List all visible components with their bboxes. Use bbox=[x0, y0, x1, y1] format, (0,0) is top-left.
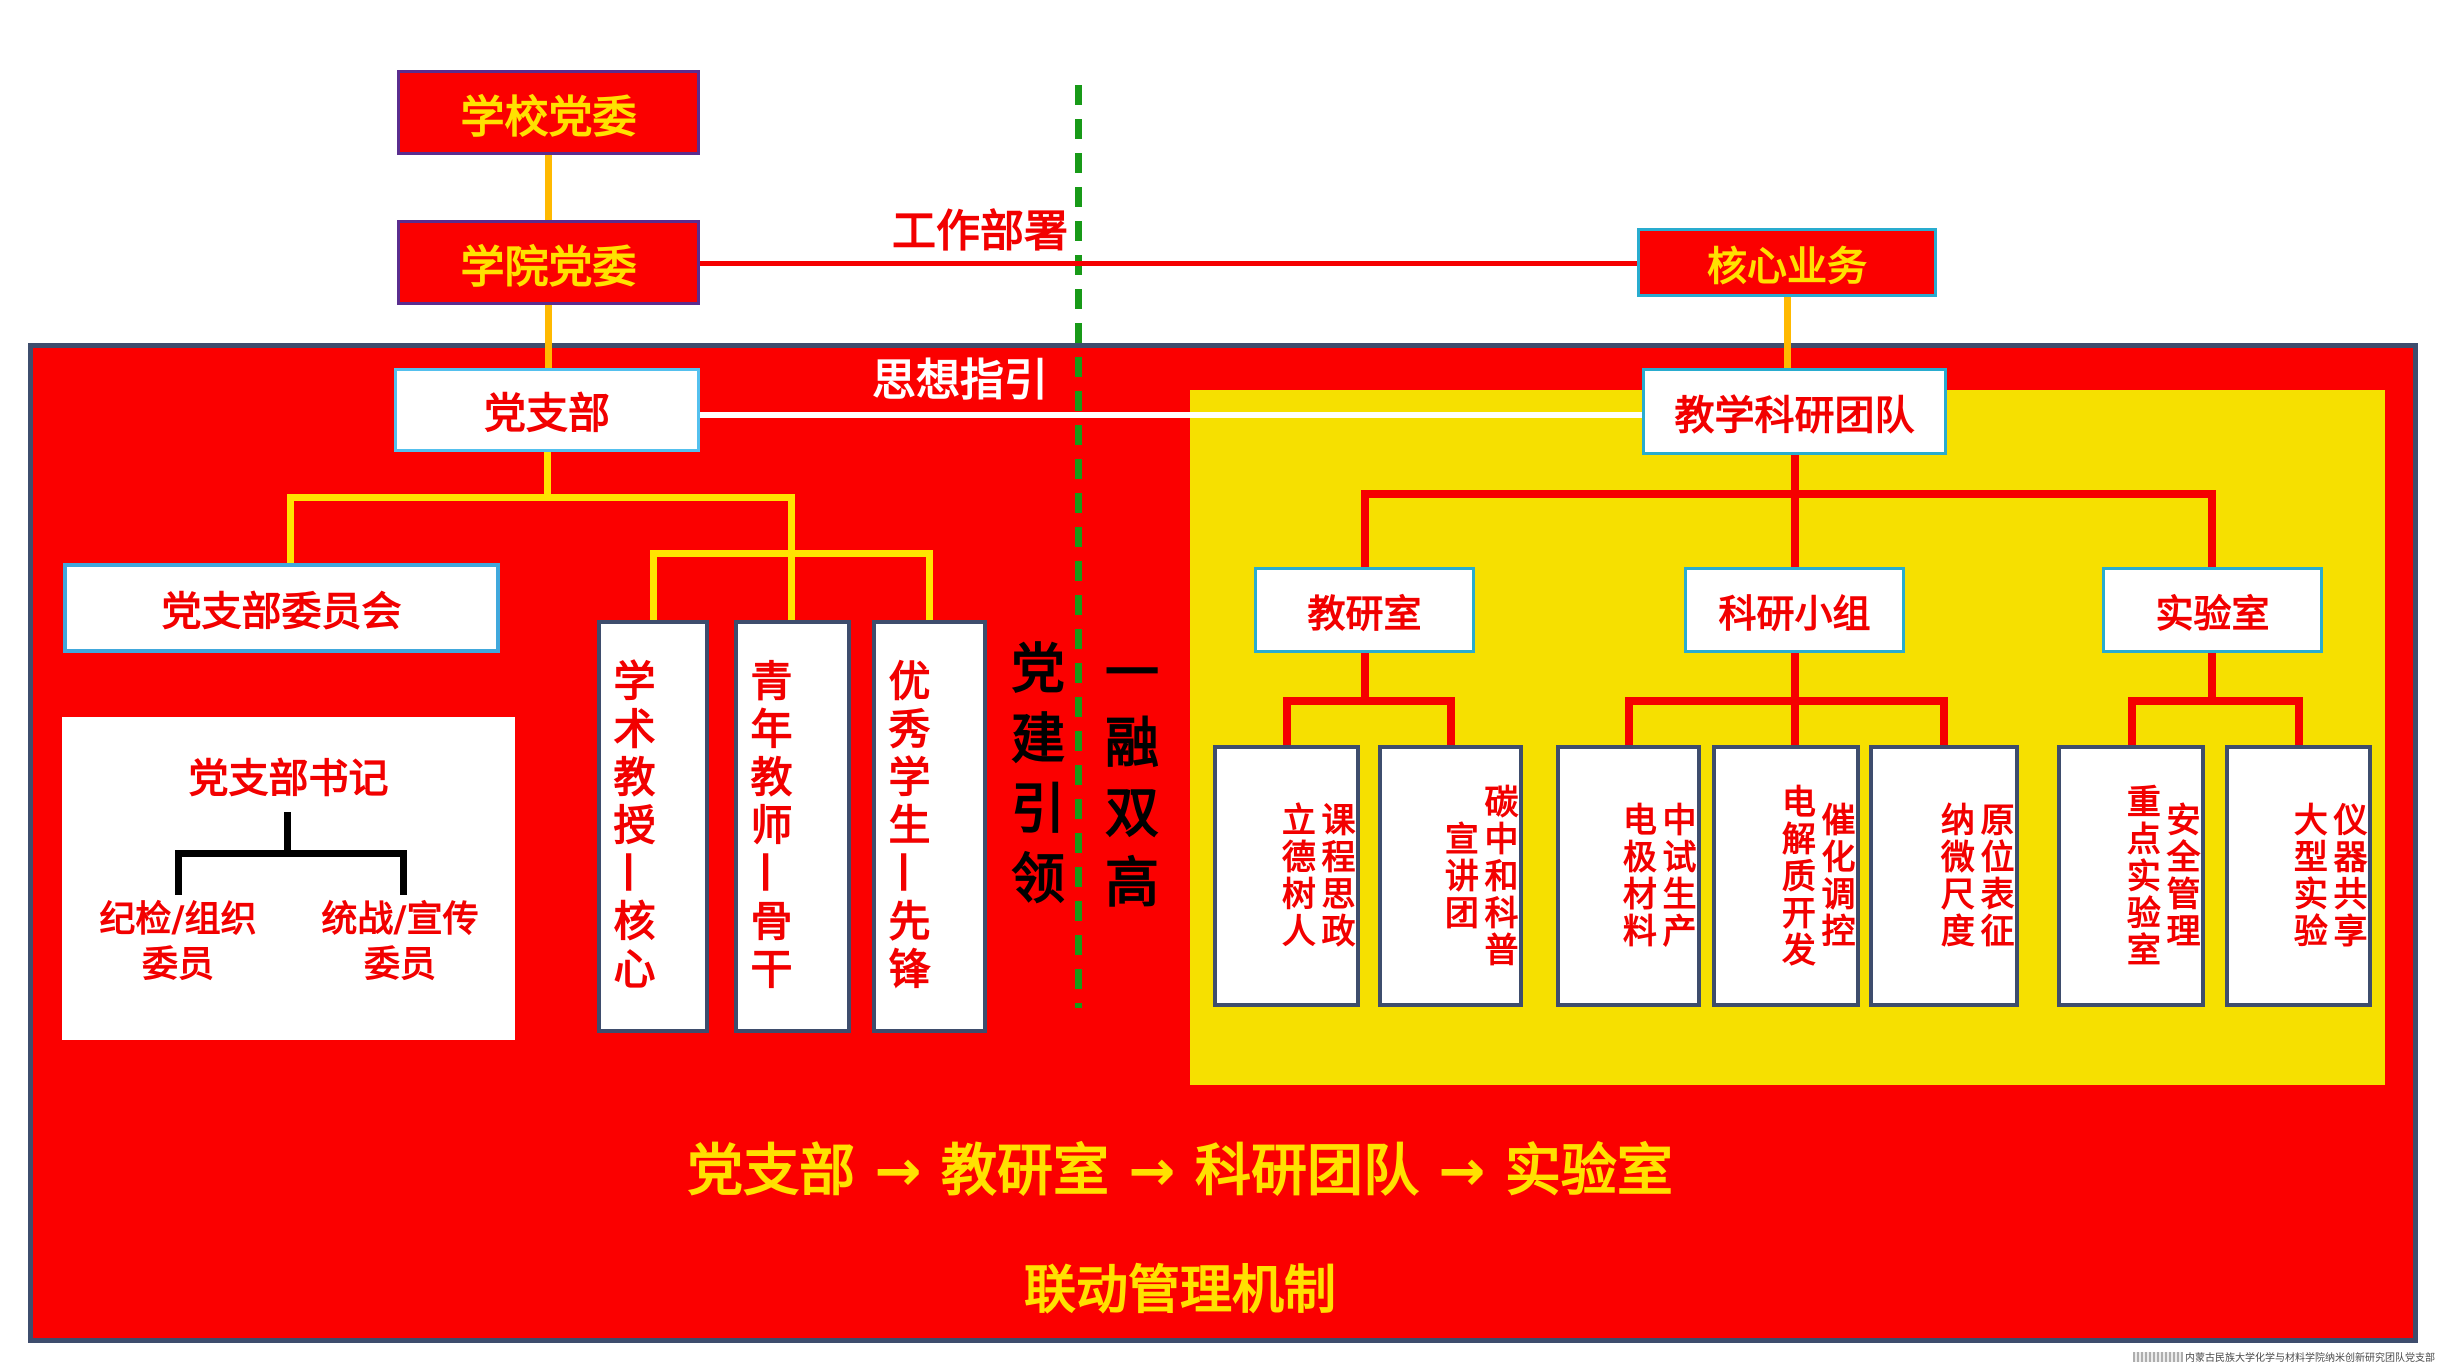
tree-line bbox=[284, 812, 291, 854]
watermark-logo bbox=[2133, 1351, 2183, 1362]
tree-line bbox=[650, 550, 657, 620]
tree-line bbox=[287, 494, 294, 566]
pillar-outstanding-students-box: 优秀学生—先锋 bbox=[872, 620, 987, 1033]
tree-line bbox=[1361, 490, 1369, 570]
research-group-box: 科研小组 bbox=[1684, 567, 1905, 653]
tree-line bbox=[1447, 697, 1455, 745]
slogan-integration-double-high: 一融双高 bbox=[1095, 644, 1159, 924]
tree-line bbox=[1283, 697, 1291, 745]
teaching-office-box: 教研室 bbox=[1254, 567, 1475, 653]
tree-line bbox=[788, 494, 795, 620]
teaching-research-team-label: 教学科研团队 bbox=[1674, 392, 1915, 439]
school-party-committee-label: 学校党委 bbox=[460, 91, 637, 143]
leaf-electrolyte-catalysis-box: 催化调控电解质开发 bbox=[1712, 745, 1860, 1007]
tree-line bbox=[1361, 653, 1369, 703]
united-front-publicity-member-label: 统战/宣传 委员 bbox=[321, 899, 479, 985]
party-branch-label: 党支部 bbox=[483, 388, 610, 438]
leaf-carbon-neutral-lecture-box: 碳中和科普宣讲团 bbox=[1378, 745, 1523, 1007]
work-deployment-label: 工作部署 bbox=[892, 206, 1068, 257]
college-party-committee-box: 学院党委 bbox=[397, 220, 700, 305]
tree-line bbox=[1791, 455, 1799, 497]
discipline-organization-member-label: 纪检/组织 委员 bbox=[99, 899, 257, 985]
linkage-mechanism-text: 联动管理机制 bbox=[1023, 1261, 1336, 1321]
tree-line bbox=[175, 850, 182, 895]
green-dashed-divider bbox=[1075, 85, 1082, 1008]
leaf-insitu-characterization-box: 原位表征纳微尺度 bbox=[1869, 745, 2019, 1007]
core-business-label: 核心业务 bbox=[1707, 243, 1867, 290]
tree-line bbox=[287, 494, 795, 501]
tree-line bbox=[2128, 697, 2303, 705]
tree-line bbox=[1625, 697, 1633, 745]
connector-school-college bbox=[545, 155, 552, 220]
branch-committee-box: 党支部委员会 bbox=[63, 563, 500, 653]
work-deployment-line bbox=[700, 261, 1637, 266]
pillar-academic-professors-box: 学术教授—核心 bbox=[597, 620, 709, 1033]
school-party-committee-box: 学校党委 bbox=[397, 70, 700, 155]
watermark-text: 内蒙古民族大学化学与材料学院纳米创新研究团队党支部 bbox=[2185, 1353, 2435, 1364]
laboratory-box: 实验室 bbox=[2102, 567, 2323, 653]
secretary-panel: 党支部书记 纪检/组织 委员 统战/宣传 委员 bbox=[62, 717, 515, 1040]
tree-line bbox=[2208, 490, 2216, 570]
tree-line bbox=[175, 850, 407, 857]
connector-college-branch bbox=[545, 305, 552, 368]
slogan-party-building-leads: 党建引领 bbox=[1001, 640, 1065, 920]
tree-line bbox=[544, 452, 551, 497]
leaf-instrument-sharing-box: 仪器共享大型实验 bbox=[2225, 745, 2372, 1007]
ideological-guidance-label: 思想指引 bbox=[872, 355, 1048, 406]
tree-line bbox=[2128, 697, 2136, 745]
connector-core-team bbox=[1784, 297, 1791, 368]
leaf-curriculum-ideology-box: 课程思政立德树人 bbox=[1213, 745, 1360, 1007]
tree-line bbox=[400, 850, 407, 895]
linkage-flow-text: 党支部 → 教研室 → 科研团队 → 实验室 bbox=[687, 1139, 1673, 1204]
leaf-lab-safety-box: 安全管理重点实验室 bbox=[2057, 745, 2205, 1007]
watermark: 内蒙古民族大学化学与材料学院纳米创新研究团队党支部 bbox=[2133, 1349, 2435, 1364]
tree-line bbox=[1361, 490, 2216, 498]
tree-line bbox=[926, 550, 933, 620]
party-branch-box: 党支部 bbox=[394, 368, 700, 452]
tree-line bbox=[1625, 697, 1948, 705]
branch-committee-label: 党支部委员会 bbox=[161, 589, 402, 635]
tree-line bbox=[650, 550, 933, 557]
tree-line bbox=[1791, 490, 1799, 570]
secretary-label: 党支部书记 bbox=[188, 756, 389, 802]
tree-line bbox=[1283, 697, 1455, 705]
core-business-box: 核心业务 bbox=[1637, 228, 1937, 297]
college-party-committee-label: 学院党委 bbox=[460, 241, 637, 293]
pillar-young-teachers-box: 青年教师—骨干 bbox=[734, 620, 851, 1033]
ideological-guidance-line bbox=[700, 412, 1642, 418]
teaching-research-team-box: 教学科研团队 bbox=[1642, 368, 1947, 455]
tree-line bbox=[2295, 697, 2303, 745]
tree-line bbox=[2208, 653, 2216, 703]
tree-line bbox=[1940, 697, 1948, 745]
leaf-electrode-materials-box: 中试生产电极材料 bbox=[1556, 745, 1701, 1007]
